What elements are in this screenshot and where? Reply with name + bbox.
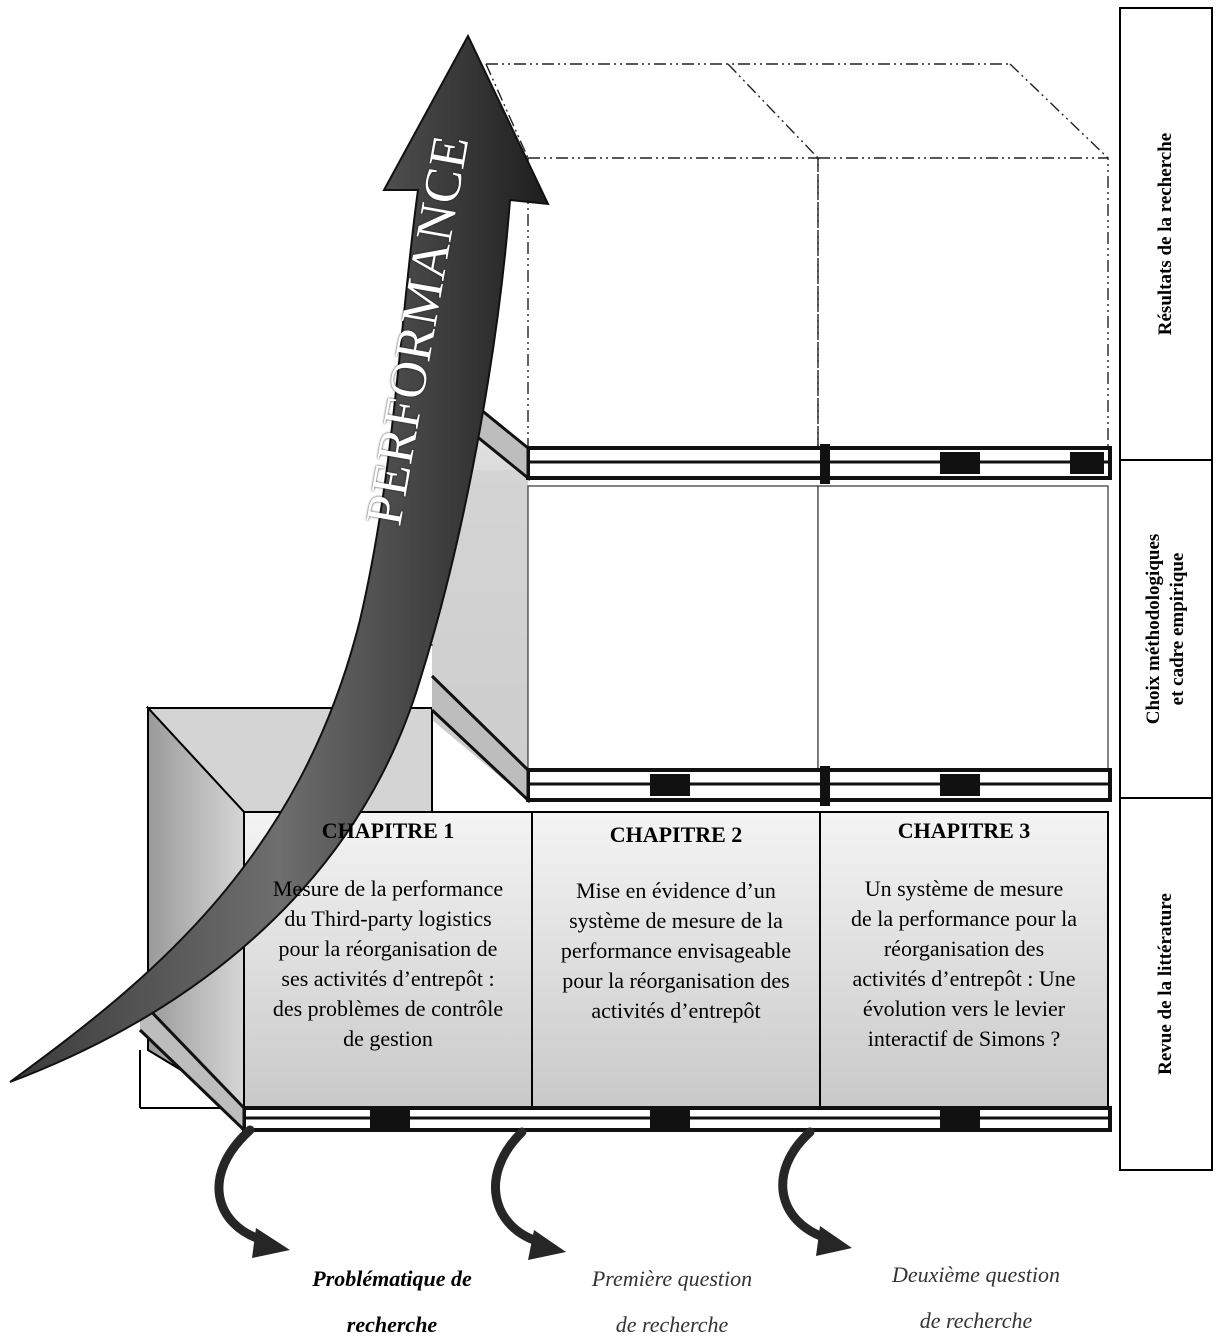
question-line: de recherche <box>615 1312 729 1337</box>
question-line: de recherche <box>919 1308 1033 1333</box>
bottom-shelf-side <box>138 998 246 1134</box>
top-left-edge <box>485 63 529 159</box>
question-arrows <box>214 1125 831 1247</box>
bottom-shelf-block-1 <box>370 1110 410 1128</box>
middle-shelf-side <box>430 674 530 804</box>
chapter-3-text: Un système de mesure de la performance p… <box>820 874 1108 1054</box>
chapter-3-title: CHAPITRE 3 <box>897 818 1031 843</box>
top-box-2 <box>527 157 819 449</box>
question-arrow-heads <box>252 1226 852 1260</box>
chapter-3-line: de la performance pour la <box>851 906 1077 931</box>
chapter-1-line: pour la réorganisation de <box>278 936 498 961</box>
top-right-edge <box>1009 63 1109 159</box>
top-box-3 <box>817 157 1109 449</box>
side-label-line: Résultats de la recherche <box>1155 132 1176 336</box>
question-first: Première question de recherche <box>542 1256 802 1341</box>
shelves <box>138 368 1112 1134</box>
chapter-2-box <box>531 811 821 1109</box>
question-line: Problématique de <box>312 1266 472 1291</box>
chapter-3-line: interactif de Simons ? <box>867 1026 1061 1051</box>
side-label-results: Résultats de la recherche <box>1154 133 1178 335</box>
question-second: Deuxième question de recherche <box>846 1252 1106 1341</box>
side-label-line: Choix méthodologiques <box>1143 533 1164 725</box>
chapter-3-line: Un système de mesure <box>864 876 1064 901</box>
chapter-1-title: CHAPITRE 1 <box>321 818 455 843</box>
chapter-2-line: Mise en évidence d’un <box>576 878 776 903</box>
upper-shelf-block-2 <box>1070 452 1104 474</box>
bottom-shelf-block-2 <box>650 1110 690 1128</box>
performance-arrow-shape <box>9 33 550 1083</box>
chapter-1-text: Mesure de la performance du Third-party … <box>244 874 532 1054</box>
bottom-shelf-block-3 <box>940 1110 980 1128</box>
question-line: Première question <box>591 1266 753 1291</box>
chapter-2-line: performance envisageable <box>560 938 792 963</box>
side-label-methodology: Choix méthodologiques et cadre empirique <box>1142 534 1190 725</box>
question-arrowhead-1 <box>252 1228 290 1258</box>
chapter-2-line: système de mesure de la <box>569 908 783 933</box>
chapter-2-line: pour la réorganisation des <box>562 968 790 993</box>
middle-box-3 <box>817 485 1109 777</box>
side-label-literature: Revue de la littérature <box>1154 893 1178 1075</box>
middle-box-2 <box>527 485 819 777</box>
chapter-2-title: CHAPITRE 2 <box>609 822 743 847</box>
side-column-frame <box>1119 7 1213 1171</box>
question-arrowhead-2 <box>528 1230 566 1260</box>
top-mid-edge <box>727 63 819 159</box>
chapter-1-line: du Third-party logistics <box>284 906 492 931</box>
chapter-1-line: ses activités d’entrepôt : <box>281 966 495 991</box>
chapter-3-line: activités d’entrepôt : Une <box>852 966 1076 991</box>
middle-shelf-block-2 <box>940 774 980 796</box>
chapter-1-line: Mesure de la performance <box>272 876 504 901</box>
question-line: recherche <box>346 1312 438 1337</box>
side-label-line: et cadre empirique <box>1167 552 1188 706</box>
question-arrow-1 <box>214 1125 267 1245</box>
chapter-1-line: de gestion <box>343 1026 433 1051</box>
performance-arrow <box>9 33 550 1083</box>
chapter-2-line: activités d’entrepôt <box>591 998 761 1023</box>
chapter-3-box <box>819 811 1109 1109</box>
upper-shelf-post <box>820 444 830 484</box>
question-line: Deuxième question <box>892 1262 1060 1287</box>
side-column <box>1119 7 1213 1171</box>
chapter-1-line: des problèmes de contrôle <box>272 996 504 1021</box>
chapter-2-text: Mise en évidence d’un système de mesure … <box>532 876 820 1026</box>
question-arrowhead-3 <box>816 1226 852 1256</box>
top-level <box>485 63 1109 449</box>
chapter-3-line: évolution vers le levier <box>862 996 1066 1021</box>
chapter-3-line: réorganisation des <box>883 936 1045 961</box>
middle-shelf-post <box>820 766 830 806</box>
question-arrow-3 <box>778 1127 831 1243</box>
question-arrow-2 <box>491 1127 545 1247</box>
side-label-line: Revue de la littérature <box>1155 893 1176 1075</box>
question-problem: Problématique de recherche <box>262 1256 522 1341</box>
upper-shelf-block <box>940 452 980 474</box>
middle-shelf-block <box>650 774 690 796</box>
middle-level <box>431 470 1109 777</box>
